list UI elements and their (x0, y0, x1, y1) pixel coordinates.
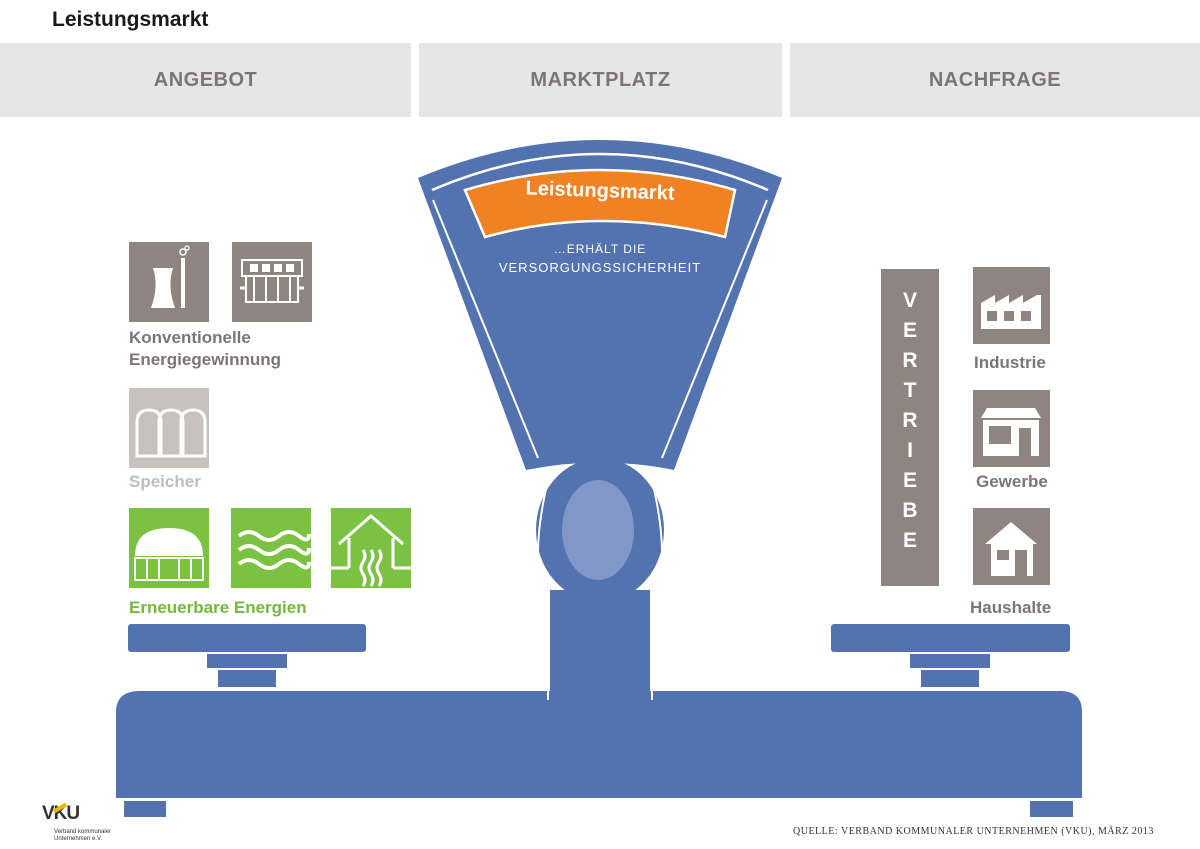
vertriebe-letter: E (902, 469, 917, 492)
header-nachfrage: NACHFRAGE (790, 43, 1200, 117)
label-conventional-2: Energiegewinnung (129, 350, 282, 369)
storage-icon (129, 388, 209, 468)
label-industry: Industrie (974, 353, 1046, 372)
engine-icon (232, 242, 312, 322)
vku-logo: VKU (42, 803, 80, 824)
vertriebe-letter: I (907, 439, 913, 462)
vertriebe-letter: B (902, 499, 918, 522)
label-households: Haushalte (970, 598, 1052, 617)
label-renewables: Erneuerbare Energien (129, 598, 307, 617)
geothermal-icon (331, 508, 411, 588)
scale-subtitle-2: VERSORGUNGSSICHERHEIT (498, 260, 702, 275)
biogas-icon (129, 508, 209, 588)
banner-shape (463, 168, 737, 239)
page-title: Leistungsmarkt (52, 8, 209, 31)
shop-icon (973, 390, 1050, 467)
vertriebe-letter: R (902, 349, 918, 372)
scale-base (116, 691, 1082, 817)
vku-logo-sub: Verband kommunaler Unternehmen e.V. (54, 829, 112, 842)
vertriebe-letter: T (903, 379, 917, 402)
vertriebe-letter: E (902, 319, 917, 342)
house-icon (973, 508, 1050, 585)
vertriebe-letter: V (902, 289, 917, 312)
header-angebot: ANGEBOT (0, 43, 411, 117)
label-storage: Speicher (129, 472, 201, 491)
vertriebe-letter: R (902, 409, 918, 432)
source-note: QUELLE: VERBAND KOMMUNALER UNTERNEHMEN (… (793, 826, 1154, 837)
water-waves-icon (231, 508, 311, 588)
label-conventional-1: Konventionelle (129, 328, 251, 347)
label-commerce: Gewerbe (976, 472, 1048, 491)
scale-column (536, 458, 664, 700)
left-pan (128, 624, 366, 687)
power-plant-icon (129, 242, 209, 322)
vertriebe-letter: E (902, 529, 917, 552)
header-marktplatz: MARKTPLATZ (419, 43, 782, 117)
scale-subtitle-1: …ERHÄLT DIE (553, 242, 647, 256)
factory-icon (973, 267, 1050, 344)
right-pan (831, 624, 1070, 687)
